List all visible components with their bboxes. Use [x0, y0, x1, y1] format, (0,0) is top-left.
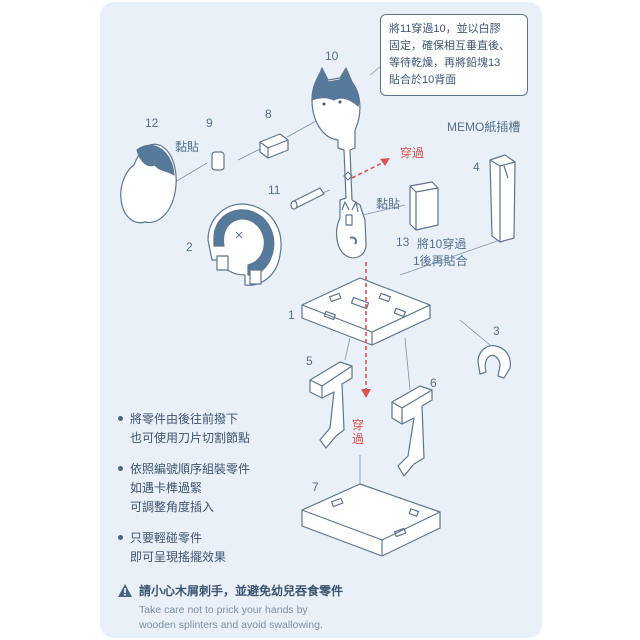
- part-2-ring: [207, 203, 282, 286]
- insertion-arrows: [351, 159, 389, 390]
- label-pass-1: 穿過: [400, 146, 425, 160]
- arrowhead-right: [380, 158, 390, 166]
- warning-triangle-icon: [118, 584, 132, 597]
- warning-text-zh: 請小心木屑刺手，並避免幼兒吞食零件: [139, 584, 344, 598]
- label-7: 7: [312, 480, 319, 494]
- notes-list: 將零件由後往前撥下 也可使用刀片切割節點 依照編號順序組裝零件 如遇卡榫過緊 可…: [118, 410, 250, 579]
- label-9: 9: [206, 116, 213, 130]
- part-7-base: [301, 483, 441, 557]
- label-2: 2: [186, 240, 193, 254]
- bullet-dot: [118, 466, 123, 471]
- bullet-dot: [118, 535, 123, 540]
- note-line: 可調整角度插入: [130, 500, 215, 514]
- instruction-callout: 將11穿過10，並以白膠 固定，確保相互垂直後、 等待乾燥，再將鉛塊13 貼合於…: [380, 14, 528, 96]
- part-6-leg: [391, 385, 433, 477]
- callout-line: 等待乾燥，再將鉛塊13: [389, 57, 501, 69]
- part-5-leg: [309, 361, 353, 449]
- note-line: 依照編號順序組裝零件: [130, 462, 251, 476]
- guide-lines: [169, 54, 501, 485]
- label-stick-1: 黏貼: [175, 140, 200, 154]
- note-line: 只要輕碰零件: [130, 531, 203, 545]
- note-line: 即可呈現搖擺效果: [130, 550, 227, 564]
- note-line: 如遇卡榫過緊: [130, 481, 203, 495]
- label-memo-slot: MEMO紙插槽: [447, 120, 521, 134]
- label-4: 4: [473, 160, 480, 174]
- part-10-cat: [311, 67, 367, 259]
- label-11: 11: [268, 183, 281, 197]
- label-8: 8: [265, 107, 272, 121]
- part-4-memo-slot: [489, 154, 516, 243]
- note-item: 依照編號順序組裝零件 如遇卡榫過緊 可調整角度插入: [118, 460, 250, 517]
- note-item: 將零件由後往前撥下 也可使用刀片切割節點: [118, 410, 250, 448]
- part-13-weight: [409, 181, 439, 231]
- label-12: 12: [145, 116, 159, 130]
- callout-line: 貼合於10背面: [389, 74, 457, 86]
- label-1: 1: [288, 308, 295, 322]
- callout-line: 將11穿過10，並以白膠: [389, 23, 501, 35]
- warning-text-en: Take care not to prick your hands by: [139, 604, 308, 616]
- bullet-dot: [118, 416, 123, 421]
- label-pass-2: 穿過: [352, 418, 365, 446]
- part-3-arch: [477, 345, 511, 379]
- arrow-through-10: [351, 159, 389, 179]
- callout-line: 固定，確保相互垂直後、: [389, 40, 510, 52]
- label-13-note-1: 將10穿過: [417, 237, 467, 251]
- part-12-apple: [120, 143, 177, 224]
- part-8-block: [259, 133, 289, 159]
- part-9-spacer: [211, 151, 225, 171]
- arrowhead-down: [361, 389, 371, 398]
- label-6: 6: [430, 376, 437, 390]
- safety-warning: 請小心木屑刺手，並避免幼兒吞食零件 Take care not to prick…: [117, 582, 343, 633]
- label-stick-2: 黏貼: [376, 197, 401, 211]
- label-13: 13: [396, 235, 410, 249]
- label-10: 10: [325, 49, 339, 63]
- label-5: 5: [306, 354, 313, 368]
- label-3: 3: [493, 324, 500, 338]
- note-line: 將零件由後往前撥下: [130, 412, 239, 426]
- note-item: 只要輕碰零件 即可呈現搖擺效果: [118, 529, 250, 567]
- label-13-note-2: 1後再貼合: [413, 254, 468, 268]
- note-line: 也可使用刀片切割節點: [130, 431, 251, 445]
- warning-text-en: wooden splinters and avoid swallowing.: [139, 619, 323, 631]
- part-11-rod: [290, 187, 325, 210]
